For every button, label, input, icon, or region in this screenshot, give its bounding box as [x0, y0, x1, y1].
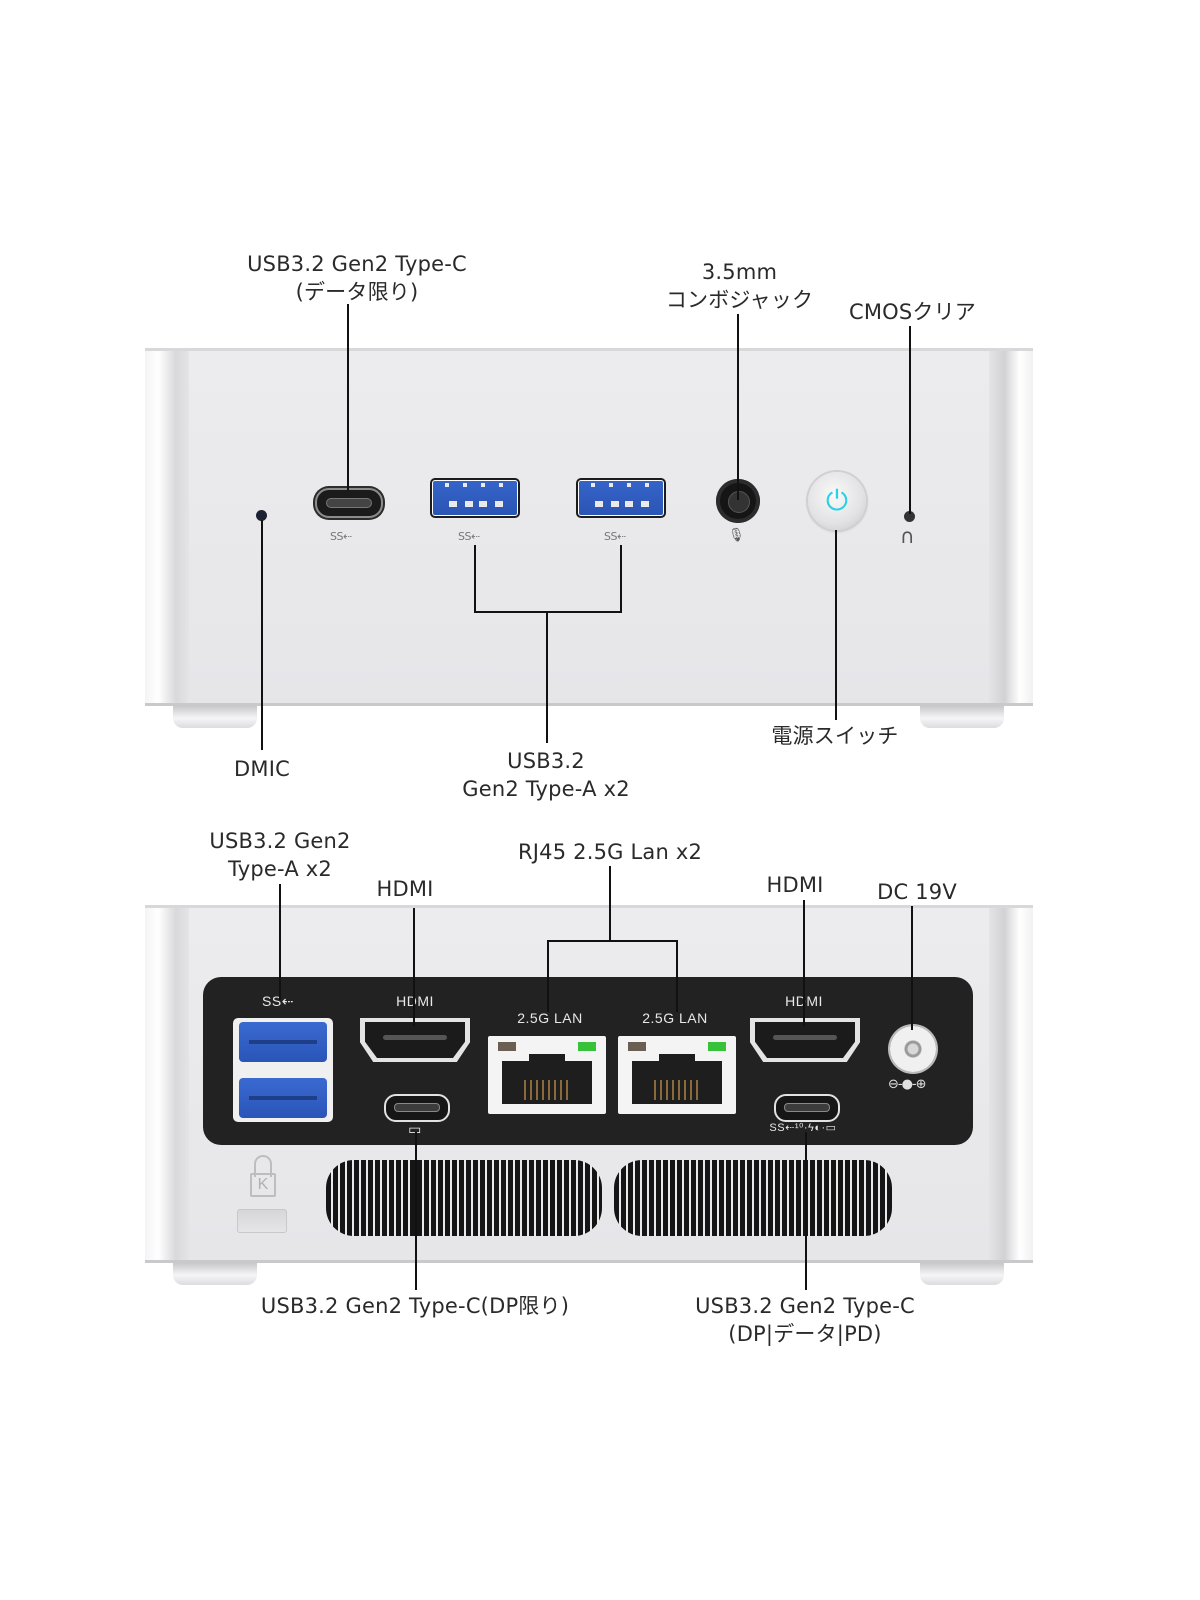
leader-dmic: [261, 520, 263, 750]
lan-led-activity: [498, 1042, 516, 1051]
leader-dc: [911, 906, 913, 1030]
chassis-edge-right: [989, 348, 1033, 706]
leader-lan-main: [609, 866, 611, 942]
lan-led-activity: [628, 1042, 646, 1051]
rear-foot-left: [173, 1263, 257, 1285]
chassis-bottom-edge: [145, 1260, 1033, 1263]
front-foot-right: [920, 706, 1004, 728]
cmos-clear-hole: [904, 511, 915, 522]
superspeed-usb-icon: SS⇠: [458, 530, 480, 543]
dmic-hole-icon: [256, 510, 267, 521]
label-rear-usb-a: USB3.2 Gen2 Type-A x2: [209, 829, 351, 881]
chassis-edge-left: [145, 905, 189, 1263]
headset-mic-icon: 🎙: [728, 528, 745, 543]
hdmi-port-left: [360, 1018, 470, 1062]
superspeed-usb-icon: SS⇠: [604, 530, 626, 543]
rear-usb-a-port-2: [239, 1078, 327, 1118]
kensington-lock-icon: K: [248, 1155, 278, 1197]
rear-usb-a-stack: [233, 1018, 333, 1122]
rear-usb-c-port-right: [774, 1094, 840, 1122]
label-usbc-right: USB3.2 Gen2 Type-C (DP|データ|PD): [695, 1294, 915, 1346]
leader-usbc-left: [415, 1132, 417, 1290]
leader-lan-2: [676, 940, 678, 1012]
label-front-usb-c: USB3.2 Gen2 Type-C (データ限り): [247, 252, 467, 304]
chassis-bottom-edge: [145, 703, 1033, 706]
leader-hdmi-right: [803, 900, 805, 1026]
label-dc: DC 19V: [877, 880, 957, 904]
leader-rear-usb-a: [279, 884, 281, 1000]
dc-power-jack: [890, 1026, 936, 1072]
leader-usb-a-bridge: [474, 611, 622, 613]
usb-a-tongue: [432, 480, 518, 516]
leader-hdmi-left: [413, 908, 415, 1026]
leader-lan-bridge: [547, 940, 678, 942]
vent-grille-right: [614, 1160, 892, 1236]
label-dmic: DMIC: [234, 757, 290, 781]
lan-marking: 2.5G LAN: [517, 1010, 583, 1026]
lan-marking: 2.5G LAN: [642, 1010, 708, 1026]
label-usbc-left: USB3.2 Gen2 Type-C(DP限り): [260, 1294, 570, 1318]
lan-led-link: [708, 1042, 726, 1051]
leader-usbc-right: [805, 1132, 807, 1290]
vent-grille-left: [326, 1160, 602, 1236]
hdmi-marking: HDMI: [396, 993, 434, 1009]
power-button[interactable]: ⏻: [808, 472, 866, 530]
leader-power: [835, 530, 837, 720]
leader-front-usb-c: [347, 304, 349, 490]
usb-a-tongue: [578, 480, 664, 516]
rear-foot-right: [920, 1263, 1004, 1285]
label-lan: RJ45 2.5G Lan x2: [517, 840, 703, 864]
label-hdmi-right: HDMI: [766, 873, 824, 897]
kensington-lock-slot: [237, 1209, 287, 1233]
superspeed-usb-icon: SS⇠: [262, 993, 294, 1009]
leader-lan-1: [547, 940, 549, 1012]
leader-usb-a-2: [620, 545, 622, 613]
usb-dp-pd-icons: SS⇠¹⁰·ϟ◐·▭: [769, 1122, 837, 1134]
chassis-top-edge: [145, 348, 1033, 351]
rear-usb-a-port-1: [239, 1022, 327, 1062]
power-icon: ⏻: [825, 484, 849, 517]
front-foot-left: [173, 706, 257, 728]
dc-polarity-icon: ⊖-●-⊕: [888, 1077, 927, 1092]
front-usb-a-port-2: [576, 478, 666, 518]
cmos-reset-icon: ∩: [900, 524, 915, 548]
rj45-port-1: [488, 1036, 606, 1114]
leader-audio: [737, 314, 739, 500]
front-usb-a-port-1: [430, 478, 520, 518]
leader-usb-a-main: [546, 611, 548, 743]
front-usb-c-port: [315, 488, 383, 518]
label-audio-jack: 3.5mm コンボジャック: [665, 260, 814, 312]
chassis-edge-left: [145, 348, 189, 706]
lan-led-link: [578, 1042, 596, 1051]
chassis-top-edge: [145, 905, 1033, 908]
rj45-port-2: [618, 1036, 736, 1114]
label-front-usb-a: USB3.2 Gen2 Type-A x2: [462, 749, 630, 801]
hdmi-port-right: [750, 1018, 860, 1062]
front-chassis: [145, 348, 1033, 706]
label-hdmi-left: HDMI: [376, 877, 434, 901]
display-icon: ▭: [408, 1121, 422, 1137]
chassis-edge-right: [989, 905, 1033, 1263]
label-cmos-clear: CMOSクリア: [848, 300, 977, 324]
label-power-switch: 電源スイッチ: [771, 724, 899, 748]
leader-usb-a-1: [474, 545, 476, 613]
superspeed-usb-icon: SS⇠: [330, 530, 352, 543]
rear-usb-c-port-left: [384, 1094, 450, 1122]
leader-cmos: [909, 326, 911, 514]
